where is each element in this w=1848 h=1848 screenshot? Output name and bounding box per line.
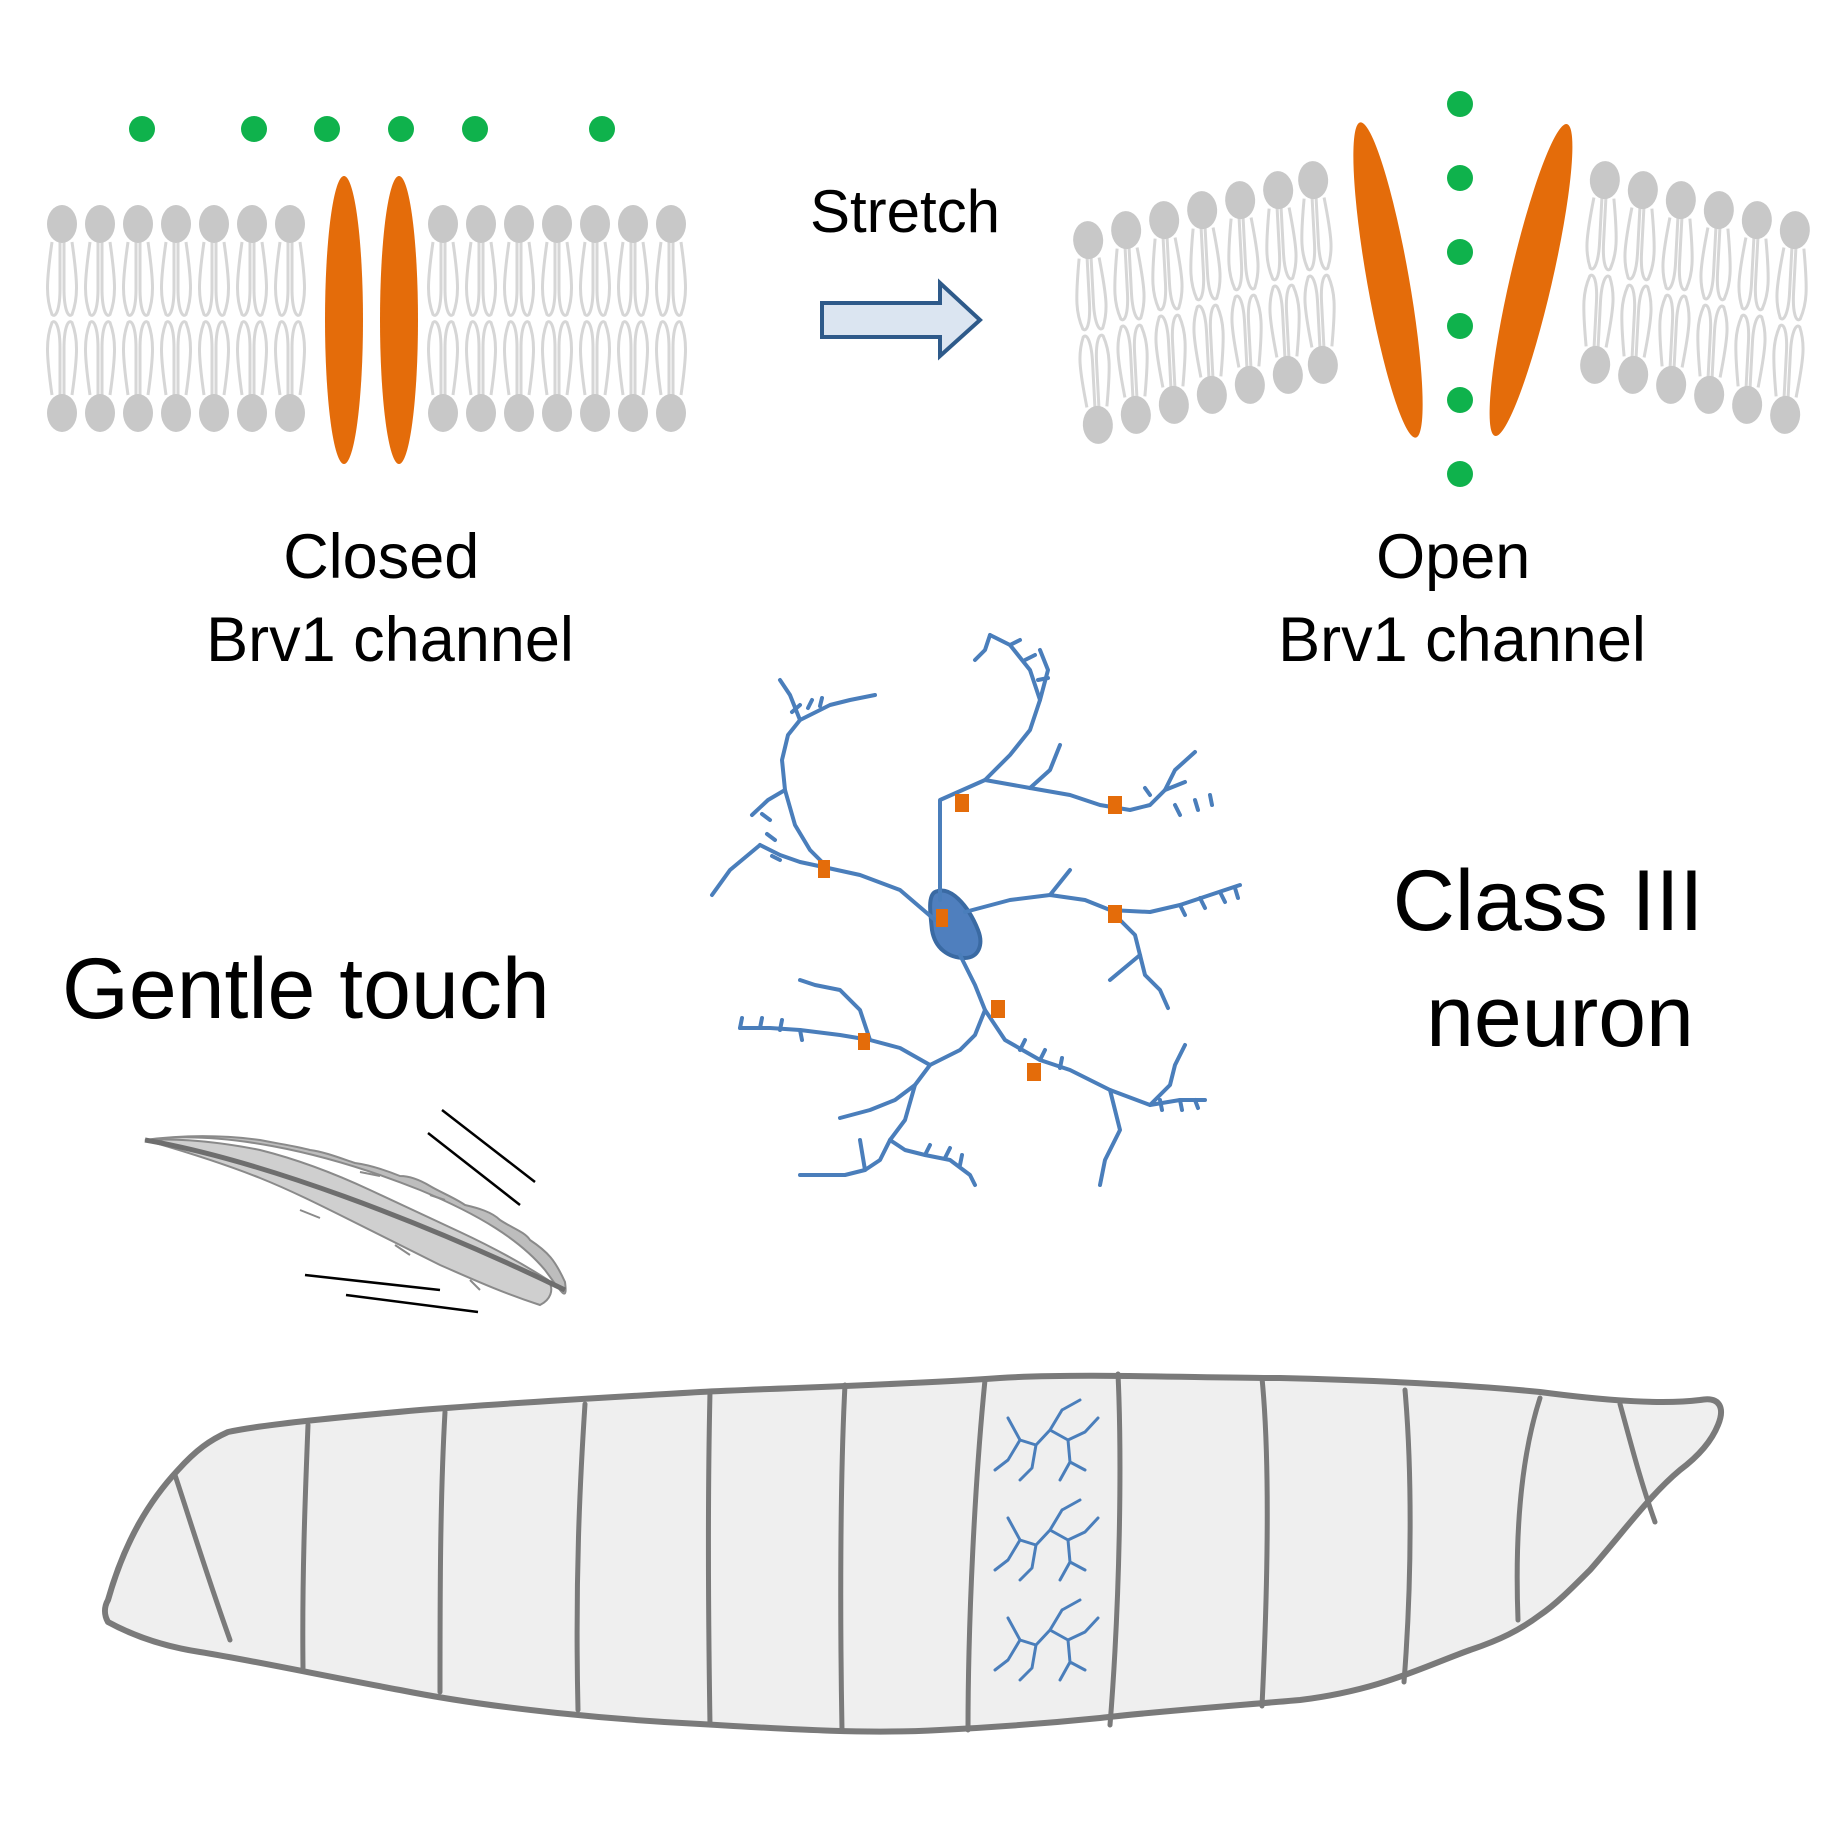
larva-icon [102,1371,1724,1735]
closed-ions [129,116,615,142]
lipid-molecule-icon [274,205,306,432]
open-channel-icon [1353,122,1573,438]
lipid-molecule-icon [541,205,573,432]
lipid-molecule-icon [1656,181,1696,404]
class-label-line1: Class III [1393,853,1704,949]
lipid-molecule-icon [1770,211,1810,434]
lipid-molecule-icon [503,205,535,432]
lipid-molecule-icon [236,205,268,432]
class-label-line2: neuron [1426,969,1694,1065]
lipid-molecule-icon [1073,221,1113,444]
motion-lines [304,1109,536,1314]
lipid-molecule-icon [1298,161,1338,384]
open-label-line2: Brv1 channel [1278,605,1646,675]
lipid-molecule-icon [465,205,497,432]
lipid-molecule-icon [46,205,78,432]
open-membrane-right-lipid-bilayer-icon [1580,161,1810,434]
open-label: Open Brv1 channel [1278,522,1646,675]
lipid-molecule-icon [617,205,649,432]
lipid-molecule-icon [84,205,116,432]
lipid-molecule-icon [1149,201,1189,424]
closed-label-line2: Brv1 channel [206,605,574,675]
lipid-molecule-icon [1732,201,1772,424]
lipid-molecule-icon [1111,211,1151,434]
open-ions [1447,91,1473,487]
lipid-molecule-icon [655,205,687,432]
stretch-label: Stretch [810,178,1000,245]
feather-icon [144,1135,567,1307]
lipid-molecule-icon [1694,191,1734,414]
closed-membrane-lipid-bilayer-icon [46,205,687,432]
class-iii-neuron-label: Class III neuron [1393,853,1728,1065]
open-label-line1: Open [1376,522,1530,592]
lipid-molecule-icon [427,205,459,432]
lipid-molecule-icon [1187,191,1227,414]
lipid-molecule-icon [1263,171,1303,394]
gentle-touch-label: Gentle touch [62,941,550,1037]
closed-channel-icon [325,176,418,464]
lipid-molecule-icon [579,205,611,432]
open-membrane-left-lipid-bilayer-icon [1073,161,1338,444]
lipid-molecule-icon [198,205,230,432]
lipid-molecule-icon [1580,161,1620,384]
lipid-molecule-icon [160,205,192,432]
lipid-molecule-icon [1618,171,1658,394]
lipid-molecule-icon [122,205,154,432]
closed-label-line1: Closed [283,522,479,592]
class-iii-neuron-icon [710,633,1242,1187]
neuron-channel-markers [818,794,1122,1081]
lipid-molecule-icon [1225,181,1265,404]
larva-neurons-icon [993,1398,1100,1682]
stretch-arrow-icon [820,278,983,361]
closed-label: Closed Brv1 channel [206,522,574,675]
